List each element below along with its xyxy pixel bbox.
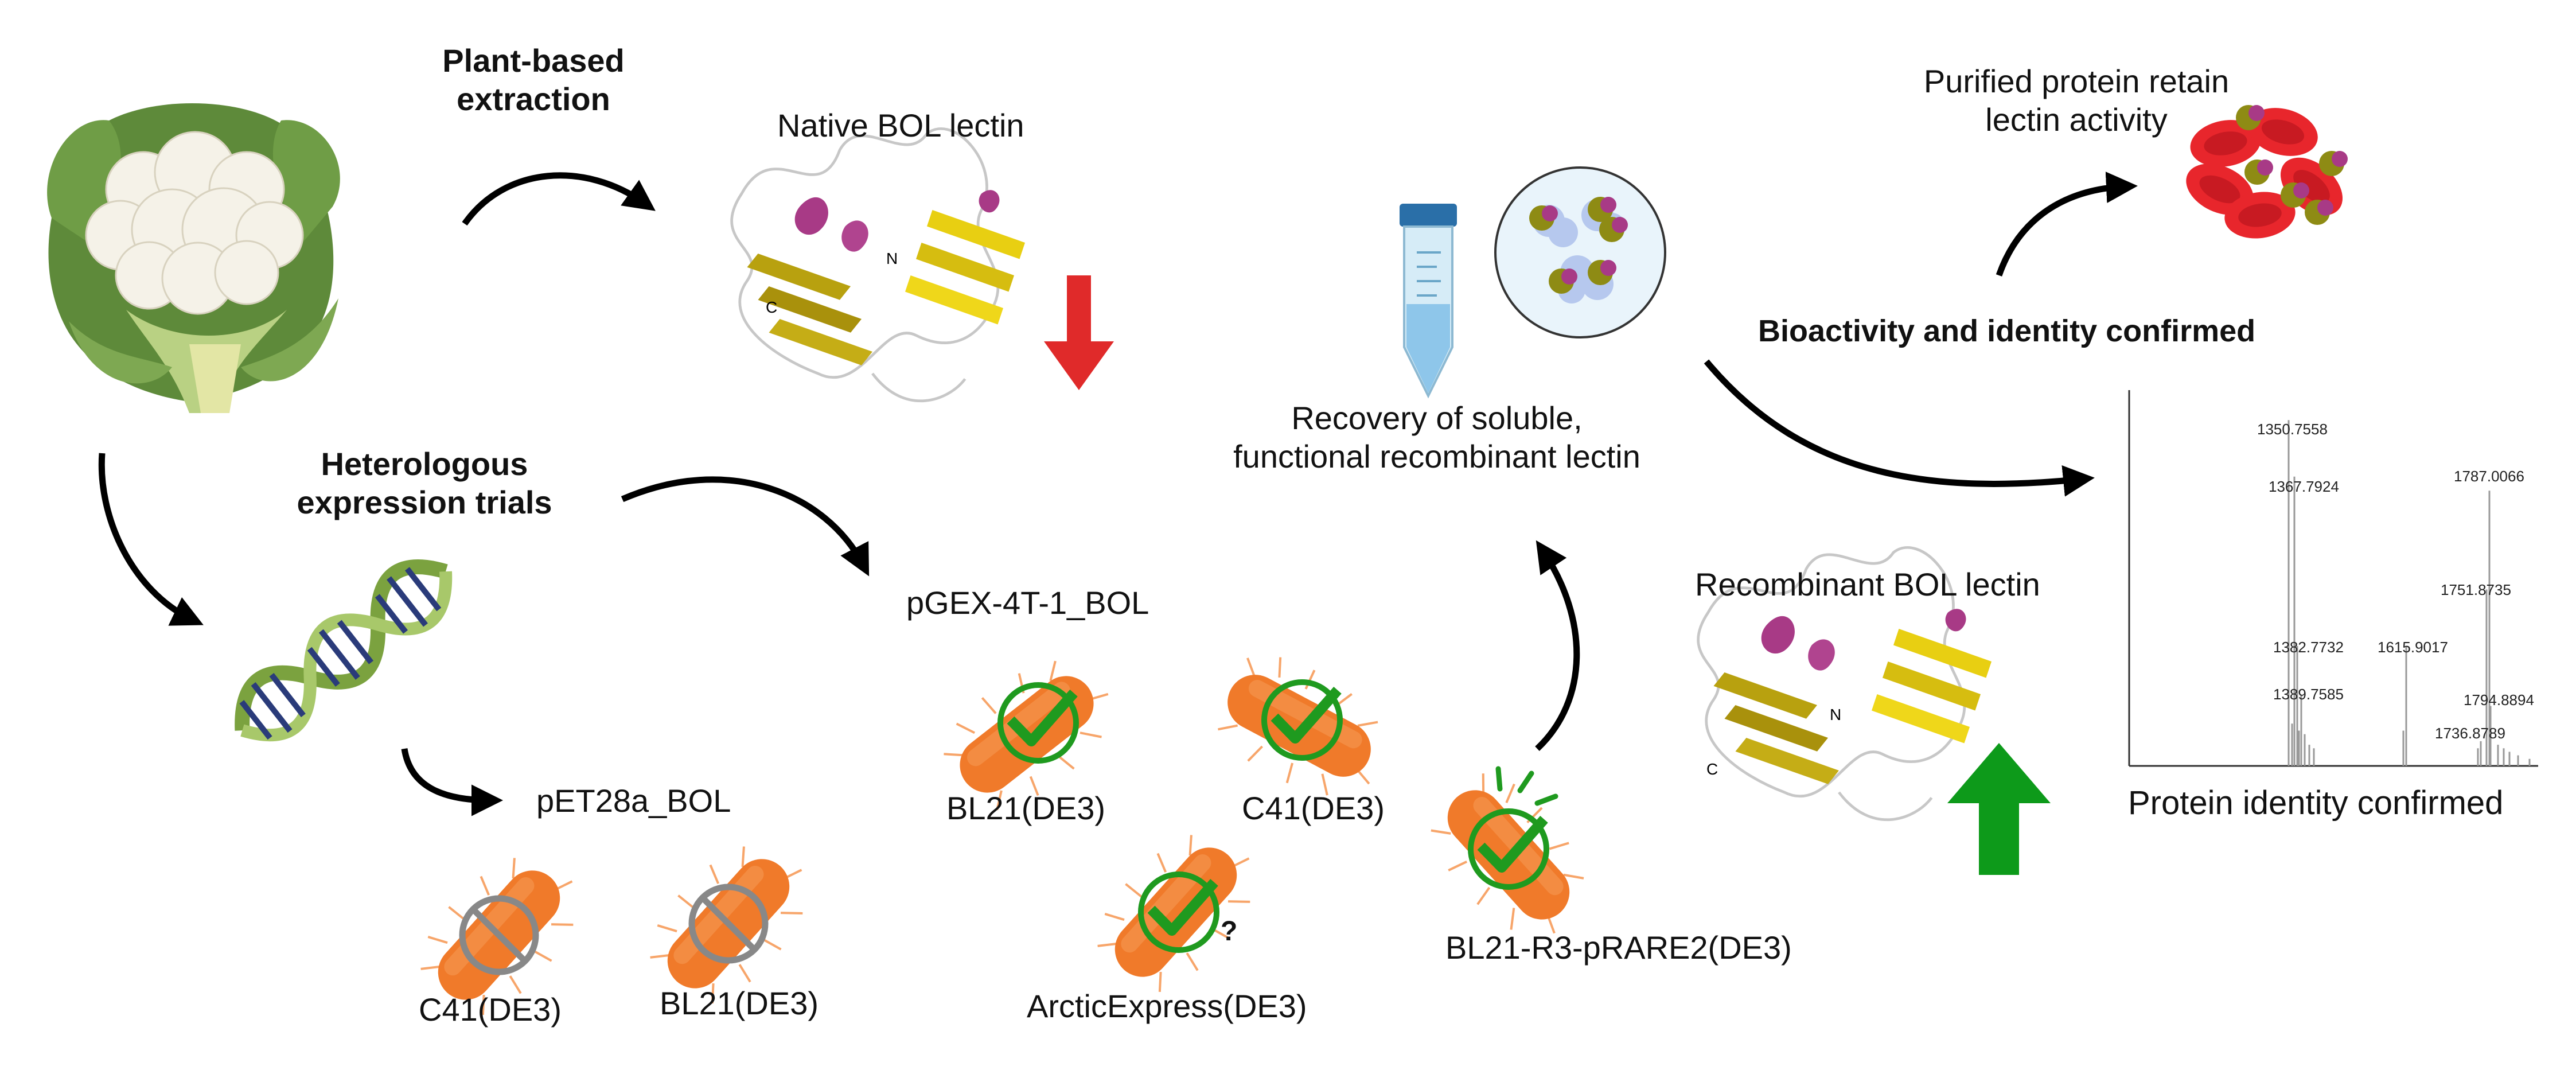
peak-label: 1794.8894 — [2464, 691, 2534, 709]
label-pgex: pGEX-4T-1_BOL — [906, 585, 1149, 621]
label-plant-based-line1: Plant-based — [442, 42, 625, 79]
peak-label: 1382.7732 — [2273, 639, 2344, 656]
peak-label: 1367.7924 — [2269, 478, 2339, 495]
peak-label: 1787.0066 — [2454, 468, 2524, 485]
label-recovery: Recovery of soluble, functional recombin… — [1216, 399, 1658, 476]
label-plant-based-extraction: Plant-based extraction — [419, 41, 648, 118]
label-purified: Purified protein retain lectin activity — [1876, 62, 2277, 139]
strain-pet28a-c41: C41(DE3) — [419, 991, 562, 1028]
label-protein-identity: Protein identity confirmed — [2128, 784, 2504, 822]
native-bol-structure — [732, 129, 1025, 400]
label-bioactivity: Bioactivity and identity confirmed — [1758, 314, 2256, 348]
decrease-arrow-icon — [1044, 275, 1114, 390]
structure-label-c-native: C — [766, 298, 777, 316]
peak-label: 1389.7585 — [2273, 686, 2344, 703]
arrow-cauliflower-down — [98, 453, 204, 626]
label-recovery-line2: functional recombinant lectin — [1233, 438, 1640, 475]
cauliflower-illustration — [47, 103, 340, 413]
peak-label: 1751.8735 — [2441, 581, 2511, 598]
structure-label-n-recombinant: N — [1830, 706, 1841, 723]
peak-label: 1736.8789 — [2435, 725, 2505, 742]
bacterium-pgex-arctic — [1081, 807, 1279, 1009]
structure-label-c-recombinant: C — [1706, 760, 1718, 778]
label-heterologous-expression: Heterologous expression trials — [247, 445, 602, 522]
arrow-plant-to-native — [462, 172, 656, 226]
arrow-to-recovery — [1535, 540, 1580, 751]
spectrum-peaks — [2287, 420, 2531, 766]
strain-pgex-bl21: BL21(DE3) — [946, 790, 1106, 826]
label-purified-line1: Purified protein retain — [1923, 63, 2230, 99]
strain-pet28a-bl21: BL21(DE3) — [660, 985, 819, 1021]
peak-label: 1615.9017 — [2378, 639, 2448, 656]
arrow-to-mass-spec — [1704, 359, 2095, 497]
arrow-to-pgex — [621, 476, 870, 577]
strain-pgex-c41: C41(DE3) — [1242, 790, 1385, 826]
label-heterologous-line1: Heterologous — [321, 446, 528, 482]
mass-spectrum — [2128, 390, 2538, 767]
structure-label-n-native: N — [886, 250, 898, 267]
arrow-to-pet28a — [401, 748, 503, 816]
sparkle-icon — [1495, 766, 1558, 806]
label-pet28a: pET28a_BOL — [536, 783, 731, 819]
label-recovery-line1: Recovery of soluble, — [1291, 400, 1583, 436]
arrow-to-purified — [1996, 172, 2138, 277]
falcon-tube-icon — [1400, 204, 1457, 399]
magnified-protein-view — [1494, 166, 1666, 338]
label-native-bol: Native BOL lectin — [777, 107, 1024, 143]
label-heterologous-line2: expression trials — [297, 484, 552, 521]
label-plant-based-line2: extraction — [457, 81, 610, 118]
uncertain-question-mark: ? — [1221, 916, 1238, 947]
label-purified-line2: lectin activity — [1985, 102, 2168, 138]
strain-pgex-rare: BL21-R3-pRARE2(DE3) — [1445, 929, 1792, 966]
dna-helix-icon — [235, 559, 453, 742]
peak-label: 1350.7558 — [2257, 421, 2328, 438]
increase-arrow-icon — [1947, 743, 2051, 875]
label-recombinant-bol: Recombinant BOL lectin — [1695, 566, 2040, 602]
strain-pgex-arctic: ArcticExpress(DE3) — [1027, 988, 1307, 1024]
